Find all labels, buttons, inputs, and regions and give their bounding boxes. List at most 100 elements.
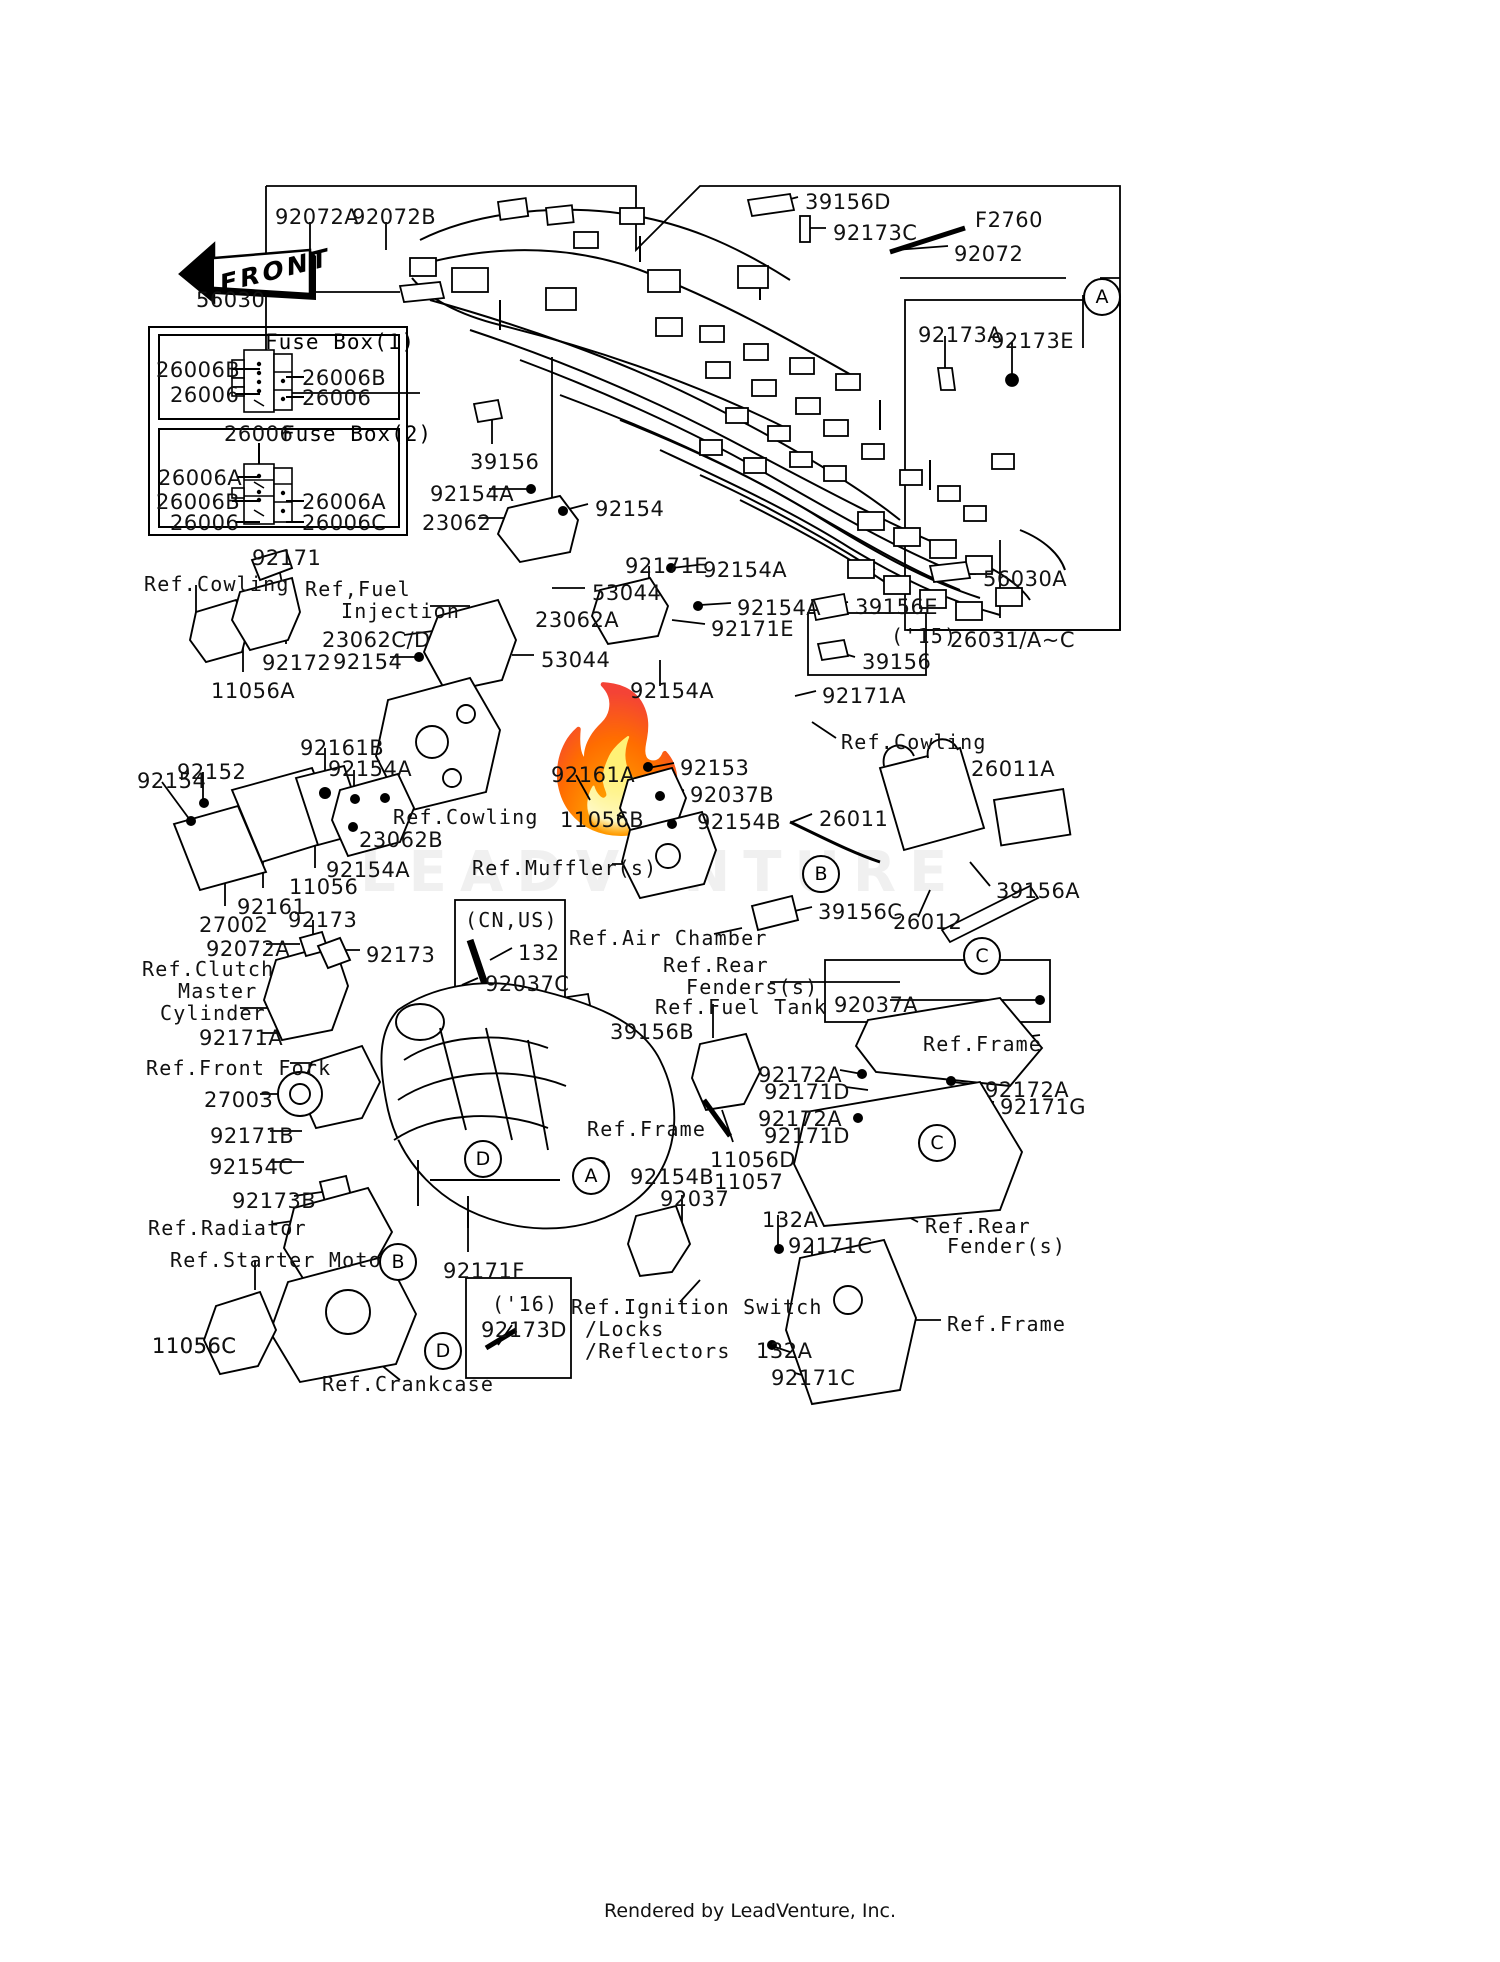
fuse-box-1-right-label-1: 26006 [302,386,372,410]
ref-circle-c: C [963,937,1001,975]
callout-92072a: 92072A [275,205,360,229]
callout-92171e: 92171E [711,617,795,641]
callout-11056d: 11056D [710,1148,796,1172]
callout-92171b: 92171B [210,1124,295,1148]
fuse-leader [232,500,258,502]
callout-injection: Injection [341,599,461,623]
callout-92154c: 92154C [209,1155,294,1179]
callout-23062c-d: 23062C/D [322,628,431,652]
callout--reflectors: /Reflectors [585,1339,731,1363]
fuse-box-1-graphic [231,349,293,413]
callout-92072: 92072 [954,242,1024,266]
callout-ref-front-fork: Ref.Front Fork [146,1056,332,1080]
callout-ref-frame: Ref.Frame [587,1117,707,1141]
callout-cylinder: Cylinder [160,1001,266,1025]
callout-11056b: 11056B [560,808,645,832]
callout-ref-cowling: Ref.Cowling [144,572,290,596]
ref-circle-d: D [424,1332,462,1370]
callout-92072a: 92072A [206,937,291,961]
ref-circle-a: A [572,1157,610,1195]
callout-39156e: 39156E [855,595,939,619]
callout-92171a: 92171A [822,684,907,708]
callout-ref-crankcase: Ref.Crankcase [322,1372,495,1396]
fuse-box-2-left-label-2: 26006 [170,511,240,535]
callout-ref-rear: Ref.Rear [663,953,769,977]
callout-39156c: 39156C [818,900,903,924]
callout-ref-starter-motor: Ref.Starter Motor [170,1248,396,1272]
fuse-leader [286,521,304,523]
callout-132: 132 [518,941,560,965]
callout-132a: 132A [756,1339,813,1363]
fuse-leader [236,393,260,395]
callout-ref-muffler-s-: Ref.Muffler(s) [472,856,658,880]
callout--cn-us-: (CN,US) [465,908,558,932]
callout-23062: 23062 [422,511,492,535]
fuse-box-2 [158,428,400,528]
callout-39156d: 39156D [805,190,891,214]
callout-92154a: 92154A [703,558,788,582]
callout--locks: /Locks [585,1317,665,1341]
fuse-box-2-left-label-0: 26006A [158,466,243,490]
callout-92173: 92173 [288,908,358,932]
page-footer: Rendered by LeadVenture, Inc. [603,1900,897,1922]
callout-92154a: 92154A [326,858,411,882]
callout-23062b: 23062B [359,828,444,852]
callout-ref-frame: Ref.Frame [947,1312,1067,1336]
callout-39156b: 39156B [610,1020,695,1044]
callout-ref-cowling: Ref.Cowling [841,730,987,754]
callout-92172a: 92172A [758,1107,843,1131]
callout-92154: 92154 [137,769,207,793]
callout-11056: 11056 [289,875,359,899]
callout-132a: 132A [762,1208,819,1232]
callout-fenders-s-: Fenders(s) [686,975,819,999]
callout-92171a: 92171A [199,1026,284,1050]
fuse-box-2-graphic [231,463,293,525]
callout-92173e: 92173E [991,329,1075,353]
callout-26031-a-c: 26031/A~C [950,628,1076,652]
fuse-box-2-right-label-0: 26006A [302,490,387,514]
callout--16-: ('16) [492,1292,559,1316]
callout-ref-ignition-switch: Ref.Ignition Switch [571,1295,823,1319]
callout-ref-radiator: Ref.Radiator [148,1216,307,1240]
callout-92154a: 92154A [737,596,822,620]
fuse-box-2-top-label: 26006 [224,422,294,446]
callout-11057: 11057 [714,1170,784,1194]
callout-27003: 27003 [204,1088,274,1112]
callout-92072b: 92072B [352,205,437,229]
callout-ref-frame: Ref.Frame [923,1032,1043,1056]
callout-ref-rear: Ref.Rear [925,1214,1031,1238]
fuse-leader [236,521,260,523]
callout-92154a: 92154A [430,482,515,506]
callout-26011: 26011 [819,807,889,831]
callout-master: Master [178,979,258,1003]
callout-92154a: 92154A [328,757,413,781]
fuse-leader [286,396,304,398]
callout-39156: 39156 [470,450,540,474]
callout-92173: 92173 [366,943,436,967]
callout-ref-clutch: Ref.Clutch [142,957,275,981]
callout-92171f: 92171F [443,1259,525,1283]
callout-26012: 26012 [893,910,963,934]
fuse-box-1-left-label-0: 26006B [156,358,241,382]
callout-92173a: 92173A [918,323,1003,347]
callout-39156: 39156 [862,650,932,674]
callout-92037b: 92037B [690,783,775,807]
watermark-text: LEADVENTURE [360,840,961,905]
callout-92154b: 92154B [630,1165,715,1189]
callout-92171: 92171 [252,546,322,570]
callout-92172a: 92172A [985,1078,1070,1102]
callout-11056c: 11056C [152,1334,237,1358]
callout-92037a: 92037A [834,993,919,1017]
fuse-leader [238,476,260,478]
callout-92172: 92172 [262,651,332,675]
callout-fender-s-: Fender(s) [947,1234,1067,1258]
ref-circle-d: D [464,1140,502,1178]
callout-92161b: 92161B [300,736,385,760]
fuse-leader [286,500,304,502]
callout-92171c: 92171C [771,1366,856,1390]
fuse-box-2-right-label-1: 26006C [302,511,387,535]
callout-92173c: 92173C [833,221,918,245]
callout-f2760: F2760 [975,208,1044,232]
front-direction-arrow: FRONT [178,238,331,312]
